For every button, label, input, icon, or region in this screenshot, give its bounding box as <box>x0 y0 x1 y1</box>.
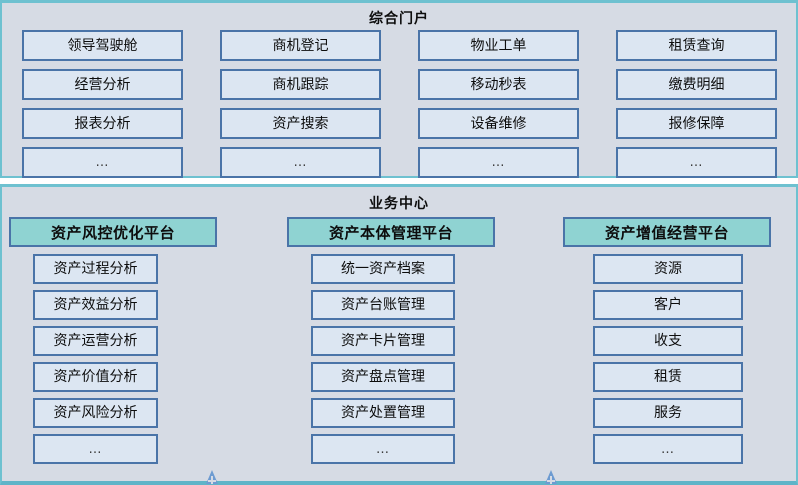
platform-tile-asset-risk-analysis[interactable]: 资产风险分析 <box>33 398 158 428</box>
platform-tile-more-value-added[interactable]: … <box>593 434 743 464</box>
platform-items-risk-control: 资产过程分析 资产效益分析 资产运营分析 资产价值分析 资产风险分析 … <box>9 254 217 464</box>
platform-tile-asset-ledger-management[interactable]: 资产台账管理 <box>311 290 455 320</box>
portal-tile-opportunity-tracking[interactable]: 商机跟踪 <box>220 69 381 100</box>
portal-panel: 综合门户 领导驾驶舱 经营分析 报表分析 … 商机登记 商机跟踪 资产搜索 … … <box>0 0 798 178</box>
platform-tile-customer[interactable]: 客户 <box>593 290 743 320</box>
portal-tile-more-3[interactable]: … <box>418 147 579 178</box>
platform-risk-control: 资产风控优化平台 资产过程分析 资产效益分析 资产运营分析 资产价值分析 资产风… <box>9 217 217 470</box>
platform-header-value-added[interactable]: 资产增值经营平台 <box>563 217 771 247</box>
platform-tile-lease[interactable]: 租赁 <box>593 362 743 392</box>
business-center-panel: 业务中心 资产风控优化平台 资产过程分析 资产效益分析 资产运营分析 资产价值分… <box>0 184 798 485</box>
platform-tile-asset-card-management[interactable]: 资产卡片管理 <box>311 326 455 356</box>
portal-tile-business-analysis[interactable]: 经营分析 <box>22 69 183 100</box>
portal-tile-equipment-maintenance[interactable]: 设备维修 <box>418 108 579 139</box>
platform-asset-management: 资产本体管理平台 统一资产档案 资产台账管理 资产卡片管理 资产盘点管理 资产处… <box>287 217 495 470</box>
platform-tile-more-risk-control[interactable]: … <box>33 434 158 464</box>
platform-tile-more-asset-management[interactable]: … <box>311 434 455 464</box>
platform-tile-asset-benefit-analysis[interactable]: 资产效益分析 <box>33 290 158 320</box>
portal-tile-more-1[interactable]: … <box>22 147 183 178</box>
platform-header-asset-management[interactable]: 资产本体管理平台 <box>287 217 495 247</box>
portal-column-3: 物业工单 移动秒表 设备维修 … <box>418 30 579 186</box>
platform-tile-asset-operation-analysis[interactable]: 资产运营分析 <box>33 326 158 356</box>
platform-items-value-added: 资源 客户 收支 租赁 服务 … <box>563 254 771 464</box>
platform-tile-service[interactable]: 服务 <box>593 398 743 428</box>
portal-tile-more-4[interactable]: … <box>616 147 777 178</box>
portal-tile-more-2[interactable]: … <box>220 147 381 178</box>
portal-title: 综合门户 <box>369 11 429 27</box>
platform-header-risk-control[interactable]: 资产风控优化平台 <box>9 217 217 247</box>
platform-items-asset-management: 统一资产档案 资产台账管理 资产卡片管理 资产盘点管理 资产处置管理 … <box>287 254 495 464</box>
platform-tile-asset-value-analysis[interactable]: 资产价值分析 <box>33 362 158 392</box>
portal-tile-report-analysis[interactable]: 报表分析 <box>22 108 183 139</box>
portal-column-2: 商机登记 商机跟踪 资产搜索 … <box>220 30 381 186</box>
portal-column-4: 租赁查询 缴费明细 报修保障 … <box>616 30 777 186</box>
portal-tile-payment-details[interactable]: 缴费明细 <box>616 69 777 100</box>
portal-tile-lease-query[interactable]: 租赁查询 <box>616 30 777 61</box>
platform-tile-asset-disposal-management[interactable]: 资产处置管理 <box>311 398 455 428</box>
platform-tile-asset-process-analysis[interactable]: 资产过程分析 <box>33 254 158 284</box>
portal-tile-mobile-meter-reading[interactable]: 移动秒表 <box>418 69 579 100</box>
business-center-title: 业务中心 <box>369 196 429 212</box>
platform-tile-resource[interactable]: 资源 <box>593 254 743 284</box>
platform-tile-unified-asset-archive[interactable]: 统一资产档案 <box>311 254 455 284</box>
platform-tile-asset-inventory-management[interactable]: 资产盘点管理 <box>311 362 455 392</box>
portal-tile-repair-guarantee[interactable]: 报修保障 <box>616 108 777 139</box>
portal-tile-asset-search[interactable]: 资产搜索 <box>220 108 381 139</box>
platform-tile-income-expense[interactable]: 收支 <box>593 326 743 356</box>
portal-tile-opportunity-registration[interactable]: 商机登记 <box>220 30 381 61</box>
platform-value-added: 资产增值经营平台 资源 客户 收支 租赁 服务 … <box>563 217 771 470</box>
portal-tile-property-work-order[interactable]: 物业工单 <box>418 30 579 61</box>
portal-column-1: 领导驾驶舱 经营分析 报表分析 … <box>22 30 183 186</box>
portal-tile-leadership-cockpit[interactable]: 领导驾驶舱 <box>22 30 183 61</box>
